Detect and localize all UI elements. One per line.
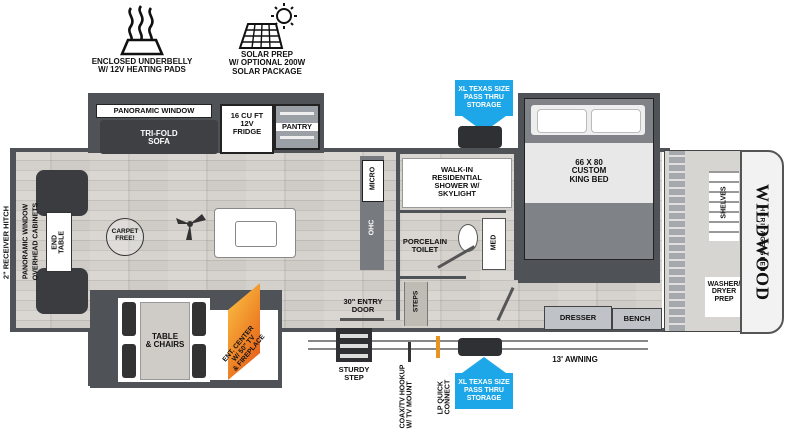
brand-sub: HERITAGE GLEN [758, 206, 766, 273]
sturdy-step-label: STURDY STEP [338, 365, 370, 382]
sturdy-step [336, 328, 372, 362]
fridge: 16 CU FT 12V FRIDGE [220, 104, 274, 154]
ohc-label: OHC [368, 219, 376, 236]
arrow-up-icon [462, 357, 506, 373]
solar-line3: SOLAR PACKAGE [232, 66, 302, 76]
ceiling-fan-icon [176, 214, 206, 240]
lp-connect-marker [436, 336, 440, 358]
coax-hookup-marker [408, 342, 411, 362]
bench: BENCH [612, 308, 662, 330]
recliner-top [36, 170, 88, 216]
steps: STEPS [404, 282, 428, 326]
end-table: END TABLE [46, 212, 72, 272]
pantry: PANTRY [274, 104, 320, 150]
overhead-cabinets: OVERHEAD CABINETS [32, 202, 40, 281]
carpet-free-badge: CARPET FREE! [106, 218, 144, 256]
heating-pads-icon [120, 5, 164, 56]
front-wall [10, 150, 16, 330]
dining-area: TABLE & CHAIRS [118, 298, 210, 382]
receiver-hitch-label: 2" RECEIVER HITCH [1, 205, 11, 280]
kitchen-island [214, 208, 296, 258]
solar-line2: W/ OPTIONAL 200W [228, 58, 306, 68]
entry-door-label: 30" ENTRY DOOR [343, 297, 383, 314]
panoramic-window-left: PANORAMIC WINDOW [22, 203, 30, 280]
entertainment-center: ENT. CENTER W/ 50" TV & FIREPLACE [210, 283, 278, 380]
heating-line2: W/ 12V HEATING PADS [98, 65, 186, 75]
lp-label: LP QUICK CONNECT [437, 379, 452, 415]
rear-cap: WILDWOOD HERITAGE GLEN [740, 150, 784, 334]
king-bed: 66 X 80 CUSTOM KING BED [524, 98, 654, 260]
tri-fold-sofa: TRI-FOLD SOFA [100, 120, 218, 154]
microwave-cabinet: MICRO OHC [360, 156, 384, 270]
washer-dryer-prep: WASHER/ DRYER PREP [705, 277, 743, 317]
med-label: MED [490, 234, 498, 251]
solar-panel-icon [238, 3, 297, 49]
heating-line1: ENCLOSED UNDERBELLY [91, 57, 193, 66]
recliner-bottom [36, 268, 88, 314]
dresser: DRESSER [544, 306, 612, 330]
rear-closet: SHELVES WASHER/ DRYER PREP [664, 150, 746, 332]
pass-thru-storage-top [458, 126, 502, 148]
pass-thru-storage-bottom [458, 338, 502, 356]
awning-label: 13' AWNING [552, 355, 598, 364]
dining-table: TABLE & CHAIRS [140, 302, 190, 380]
coax-label: COAX/TV HOOKUP W/ TV MOUNT [399, 364, 414, 429]
entry-door[interactable] [340, 318, 384, 321]
shelves-label: SHELVES [720, 186, 728, 219]
medicine-cabinet: MED [482, 218, 506, 270]
walk-in-shower: WALK-IN RESIDENTIAL SHOWER W/ SKYLIGHT [402, 158, 512, 208]
sink [235, 221, 277, 247]
pass-thru-storage-callout-top: XL TEXAS SIZE PASS THRU STORAGE [455, 80, 513, 116]
porcelain-toilet: PORCELAIN TOILET [402, 237, 448, 254]
panoramic-window-top: PANORAMIC WINDOW [96, 104, 212, 118]
micro-label: MICRO [369, 166, 377, 191]
solar-line1: SOLAR PREP [240, 50, 293, 59]
pass-thru-storage-callout-bottom: XL TEXAS SIZE PASS THRU STORAGE [455, 373, 513, 409]
